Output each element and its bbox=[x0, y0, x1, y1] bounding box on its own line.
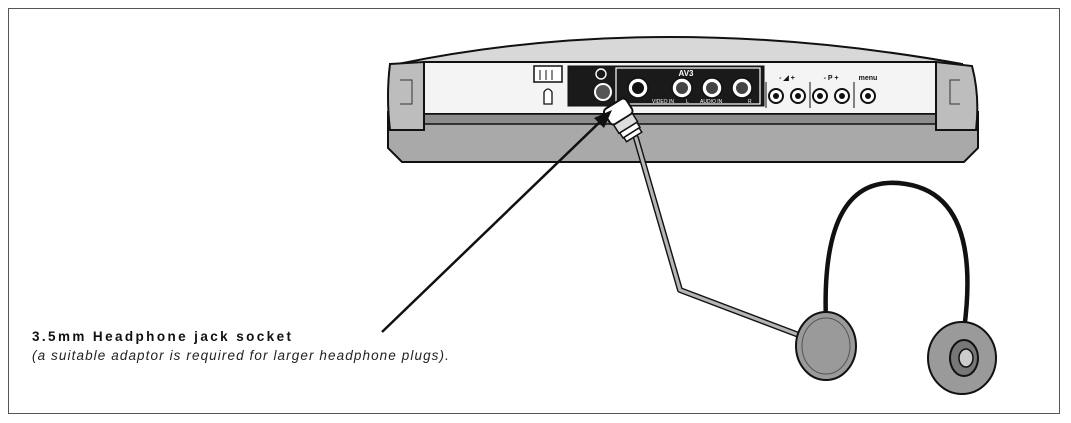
volume-label: - ◢ + bbox=[779, 75, 795, 82]
audio-l-label: L bbox=[686, 99, 689, 105]
pointer-arrow bbox=[381, 117, 605, 333]
caption-note: (a suitable adaptor is required for larg… bbox=[32, 348, 450, 363]
audio-in-label: AUDIO IN bbox=[700, 99, 723, 105]
audio-r-label: R bbox=[748, 99, 752, 105]
headphone-cable bbox=[633, 135, 815, 343]
caption-title: 3.5mm Headphone jack socket bbox=[32, 329, 294, 344]
panel-screw bbox=[543, 88, 553, 105]
power-switch bbox=[533, 65, 563, 83]
right-earcup bbox=[927, 321, 997, 395]
headphone-socket bbox=[594, 83, 612, 101]
tv-right-endcap bbox=[935, 60, 979, 131]
tv-left-endcap bbox=[387, 60, 425, 131]
program-label: - P + bbox=[824, 75, 839, 82]
headphone-jack-icon bbox=[595, 68, 607, 80]
headband bbox=[823, 180, 970, 331]
video-in-label: VIDEO IN bbox=[652, 99, 674, 105]
av3-label: AV3 bbox=[679, 69, 695, 78]
left-earcup bbox=[795, 311, 857, 381]
menu-label: menu bbox=[859, 75, 878, 82]
